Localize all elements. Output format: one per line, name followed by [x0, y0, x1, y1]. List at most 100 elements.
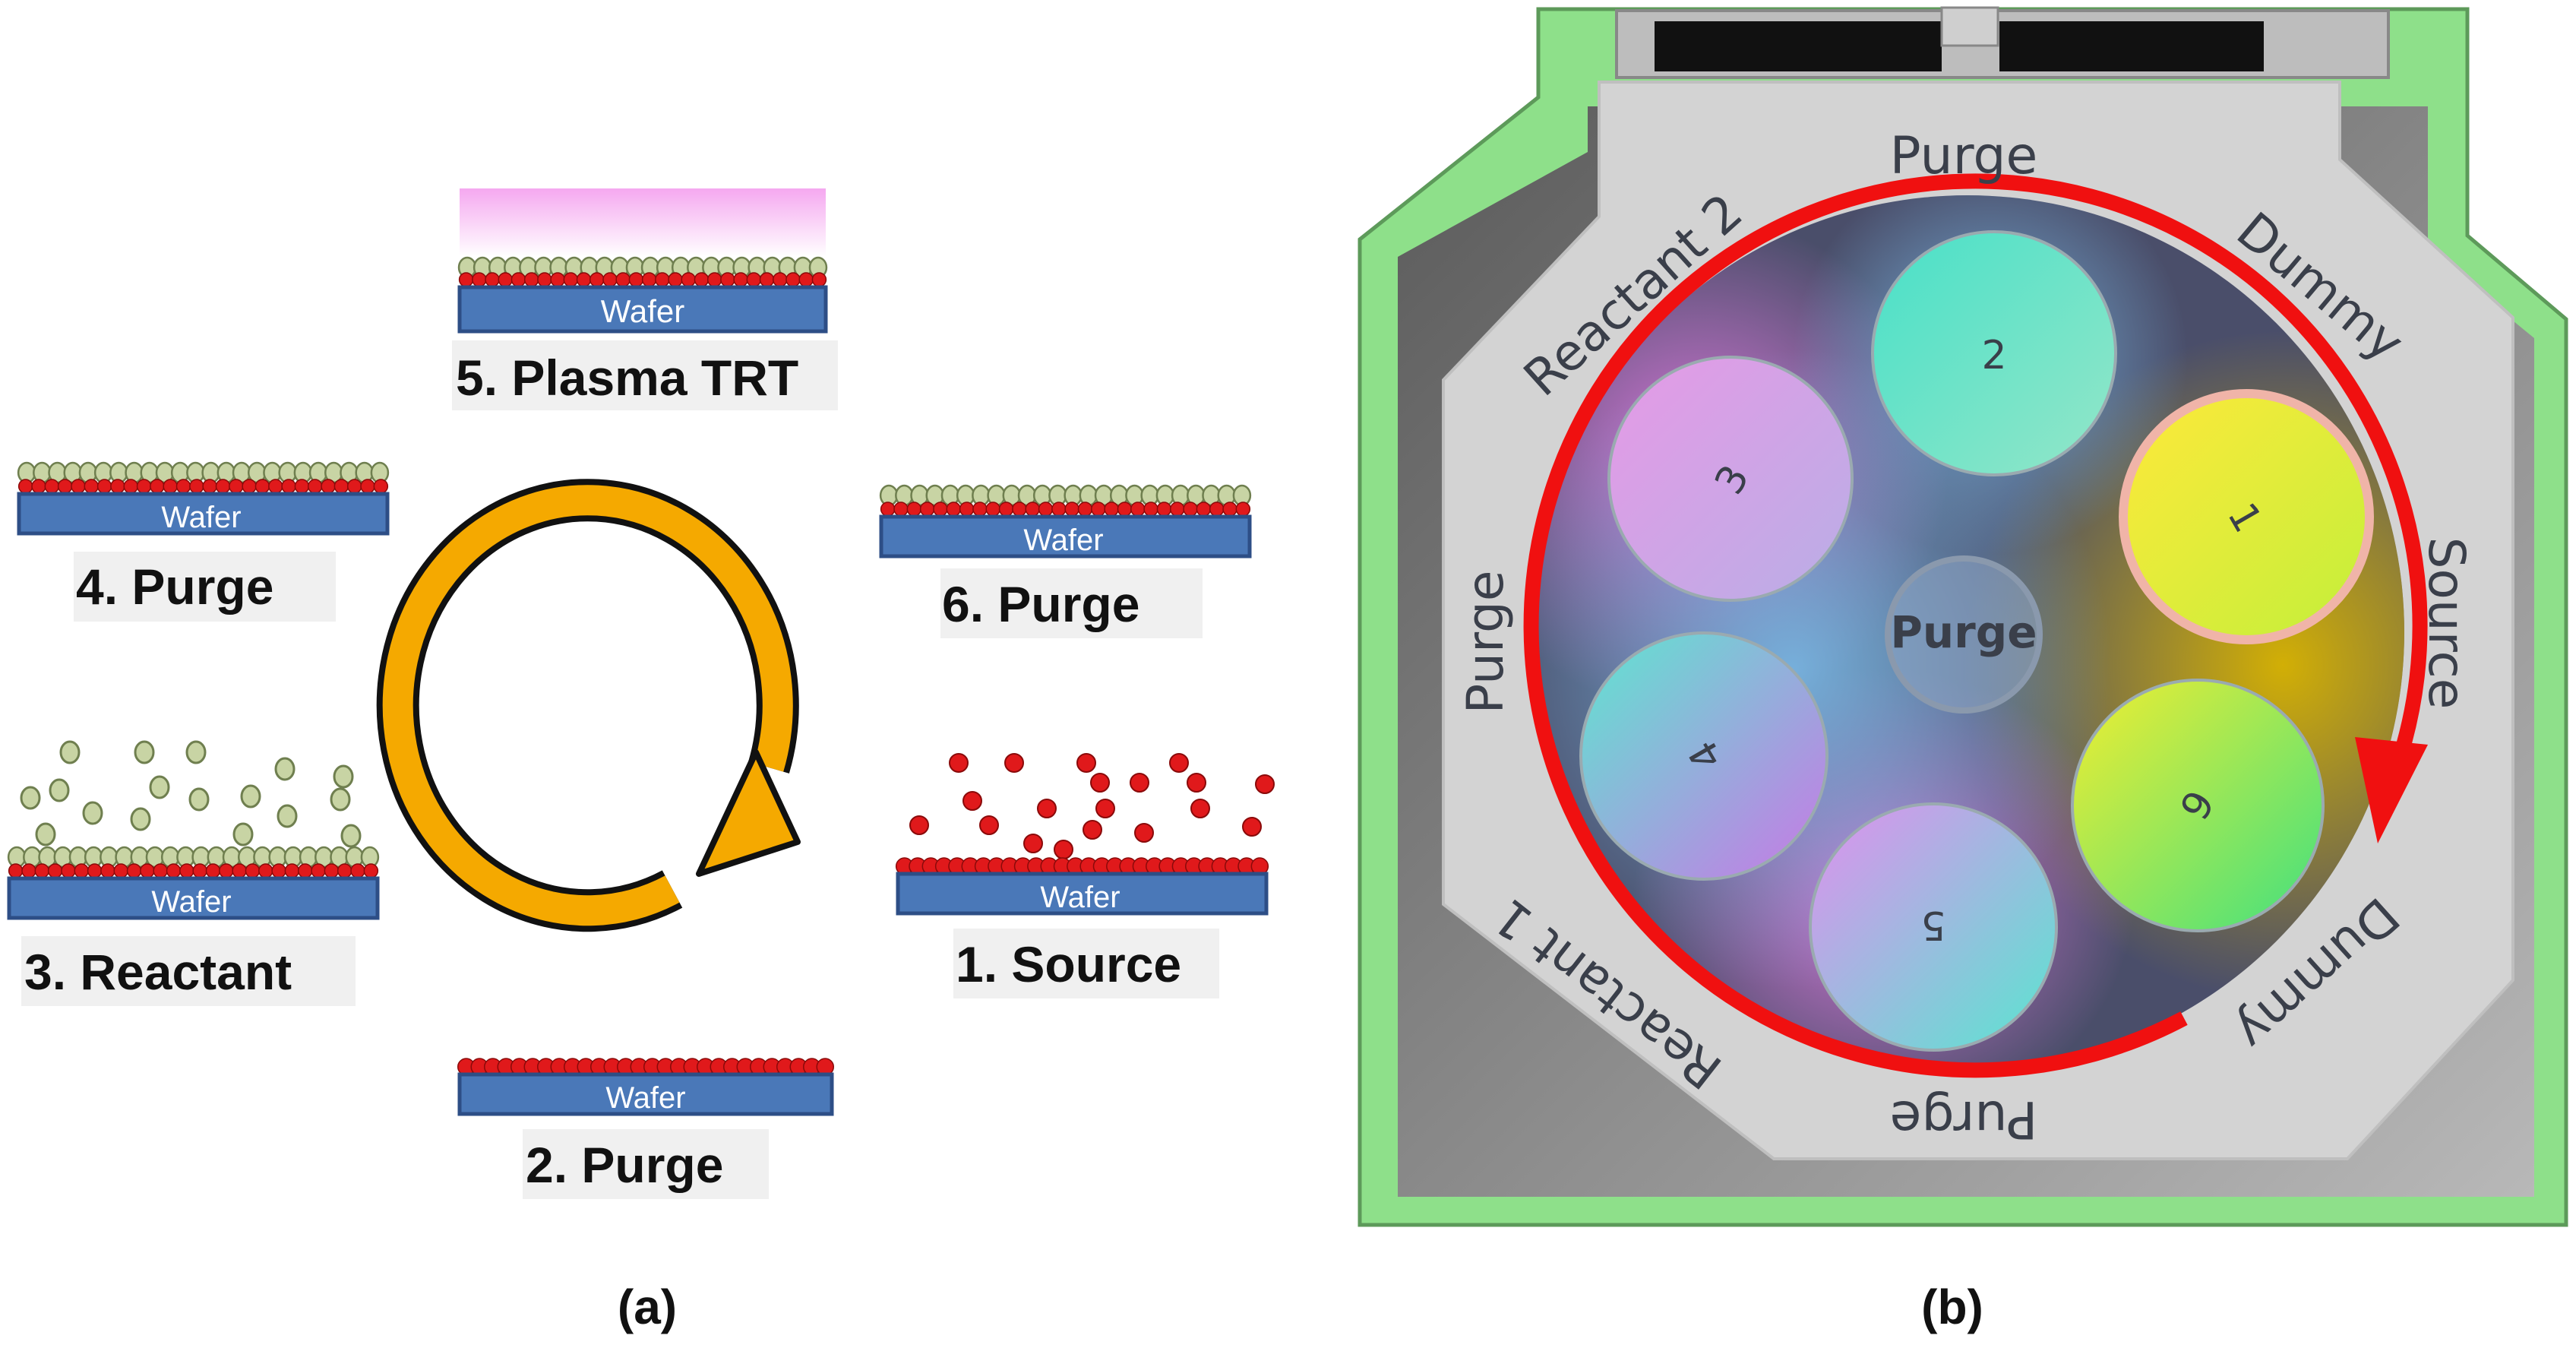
reactant-bead-layer — [17, 461, 390, 484]
wafer — [896, 872, 1269, 916]
source-bead — [1156, 502, 1172, 517]
source-bead — [254, 479, 270, 494]
source-bead — [985, 502, 1000, 517]
source-bead — [681, 272, 696, 287]
source-bead — [110, 479, 125, 494]
source-bead — [363, 863, 379, 878]
step-5-plasma-treatment: Wafer 5. Plasma TRT — [452, 188, 838, 410]
panel-b: 1 2 3 4 5 6 — [1358, 6, 2568, 1334]
step-2-purge: Wafer 2. Purge — [457, 1058, 834, 1199]
source-bead — [641, 272, 657, 287]
source-bead — [1012, 502, 1027, 517]
center-purge-label: Purge — [1890, 606, 2037, 658]
wafer-slot-2: 2 — [1871, 230, 2117, 476]
source-bead — [271, 863, 286, 878]
source-bead — [47, 863, 63, 878]
source-bead — [44, 479, 60, 494]
step-label-bg — [523, 1129, 769, 1199]
wafer — [17, 492, 390, 536]
source-bead — [57, 479, 73, 494]
source-bead — [1025, 502, 1040, 517]
step-label-bg — [21, 936, 356, 1006]
source-bead — [919, 502, 935, 517]
source-bead — [307, 479, 323, 494]
source-bead — [219, 863, 234, 878]
source-bead — [96, 479, 112, 494]
wafer-label: Wafer — [151, 885, 231, 919]
zone-label-left-purge: Purge — [1456, 571, 1515, 714]
source-bead — [192, 863, 207, 878]
source-bead — [337, 863, 352, 878]
wafer — [879, 514, 1252, 559]
source-bead — [31, 479, 46, 494]
step-3-reactant: Wafer 3. Reactant — [7, 740, 380, 1006]
source-bead — [189, 479, 204, 494]
source-bead — [71, 479, 86, 494]
panel-a: Wafer 5. Plasma TRT Wafer 4. Purge Wafer… — [7, 188, 1275, 1334]
source-bead — [242, 479, 257, 494]
source-bead — [785, 272, 801, 287]
wafer — [7, 876, 380, 920]
source-bead — [163, 479, 178, 494]
source-bead — [706, 272, 722, 287]
source-bead — [946, 502, 962, 517]
wafer-label: Wafer — [605, 1081, 685, 1115]
source-bead — [229, 479, 244, 494]
step-label-bg — [953, 929, 1219, 998]
step-label-bg — [452, 340, 838, 410]
wafer-label: Wafer — [1040, 881, 1120, 914]
rotation-arrow — [1523, 173, 2428, 1078]
center-purge-port: Purge — [1885, 555, 2043, 714]
source-bead — [893, 502, 909, 517]
wafer-number-2: 2 — [1981, 333, 2006, 378]
source-bead — [628, 272, 644, 287]
source-bead — [84, 479, 100, 494]
wafer-label: Wafer — [1023, 524, 1103, 557]
source-bead — [576, 272, 592, 287]
source-bead — [933, 502, 948, 517]
source-bead — [294, 479, 310, 494]
step-3-label: 3. Reactant — [24, 944, 292, 1000]
source-bead — [281, 479, 296, 494]
plasma-glow — [460, 188, 826, 257]
source-bead — [1183, 502, 1198, 517]
source-bead — [550, 272, 565, 287]
source-bead — [1077, 502, 1093, 517]
source-bead — [245, 863, 261, 878]
source-bead — [297, 863, 313, 878]
cycle-arrow — [376, 479, 801, 932]
wafer-slot-6: 6 — [2071, 679, 2325, 932]
source-bead — [720, 272, 735, 287]
source-bead — [906, 502, 922, 517]
source-bead — [61, 863, 76, 878]
source-bead — [759, 272, 775, 287]
source-bead — [602, 272, 618, 287]
source-bead — [1104, 502, 1119, 517]
step-label-bg — [74, 552, 336, 622]
source-bead — [1235, 502, 1251, 517]
source-bead — [1038, 502, 1054, 517]
source-bead — [321, 479, 336, 494]
source-bead — [746, 272, 762, 287]
source-bead — [100, 863, 115, 878]
source-bead — [563, 272, 579, 287]
source-bead — [1051, 502, 1067, 517]
source-bead-layer — [895, 857, 1269, 875]
step-6-purge: Wafer 6. Purge — [879, 484, 1252, 638]
wafer-label: Wafer — [601, 293, 684, 329]
source-bead — [615, 272, 631, 287]
source-gas-particles — [909, 753, 1275, 859]
chamber-top-window — [1615, 6, 2390, 79]
source-bead-layer — [458, 272, 827, 287]
source-bead-layer — [8, 863, 379, 878]
wafer-slot-1: 1 — [2119, 389, 2374, 644]
source-bead — [333, 479, 349, 494]
wafer-slot-5: 5 — [1809, 802, 2058, 1052]
source-bead — [350, 863, 365, 878]
step-1-label: 1. Source — [956, 936, 1181, 992]
source-bead — [179, 863, 194, 878]
wafer — [457, 285, 828, 334]
source-bead — [1196, 502, 1212, 517]
wafer-number-5: 5 — [1920, 902, 1945, 948]
